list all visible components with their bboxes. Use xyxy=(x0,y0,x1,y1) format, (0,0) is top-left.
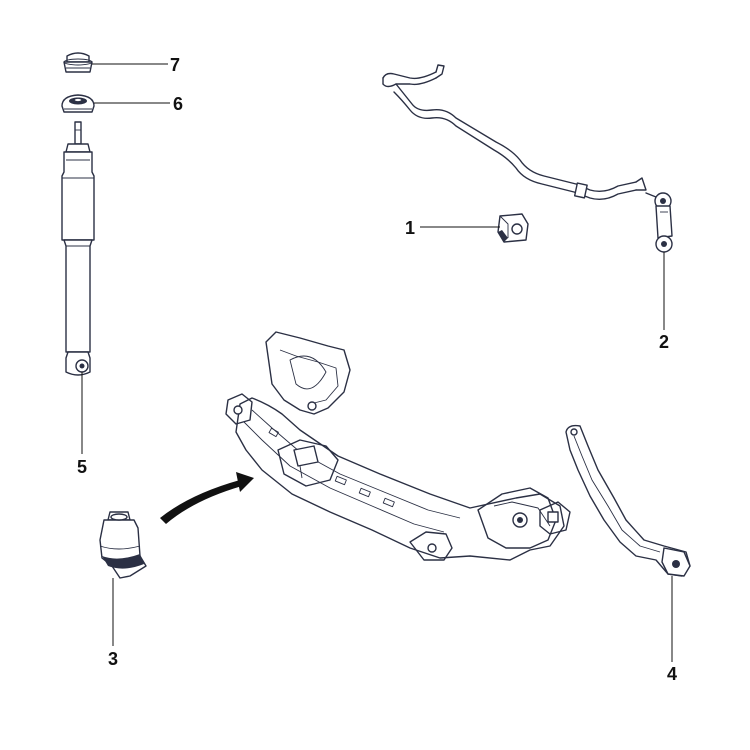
part-2-stabilizer-link xyxy=(645,192,673,253)
callout-7: 7 xyxy=(170,55,180,75)
callout-1: 1 xyxy=(405,218,415,238)
callout-4: 4 xyxy=(667,664,677,684)
leader-lines xyxy=(81,63,673,662)
callout-3: 3 xyxy=(108,649,118,669)
anti-roll-bar xyxy=(382,64,647,201)
pointer-arrow xyxy=(160,472,254,524)
callout-2: 2 xyxy=(659,332,669,352)
part-4-trailing-arm xyxy=(565,424,691,577)
part-3-subframe-bushing xyxy=(99,511,147,579)
callout-5: 5 xyxy=(77,457,87,477)
rear-subframe xyxy=(225,331,571,561)
part-7-bushing xyxy=(63,52,93,73)
part-1-stabilizer-bushing xyxy=(497,213,529,243)
part-5-shock-absorber xyxy=(61,121,95,376)
part-6-strut-mount xyxy=(61,94,95,113)
callout-6: 6 xyxy=(173,94,183,114)
